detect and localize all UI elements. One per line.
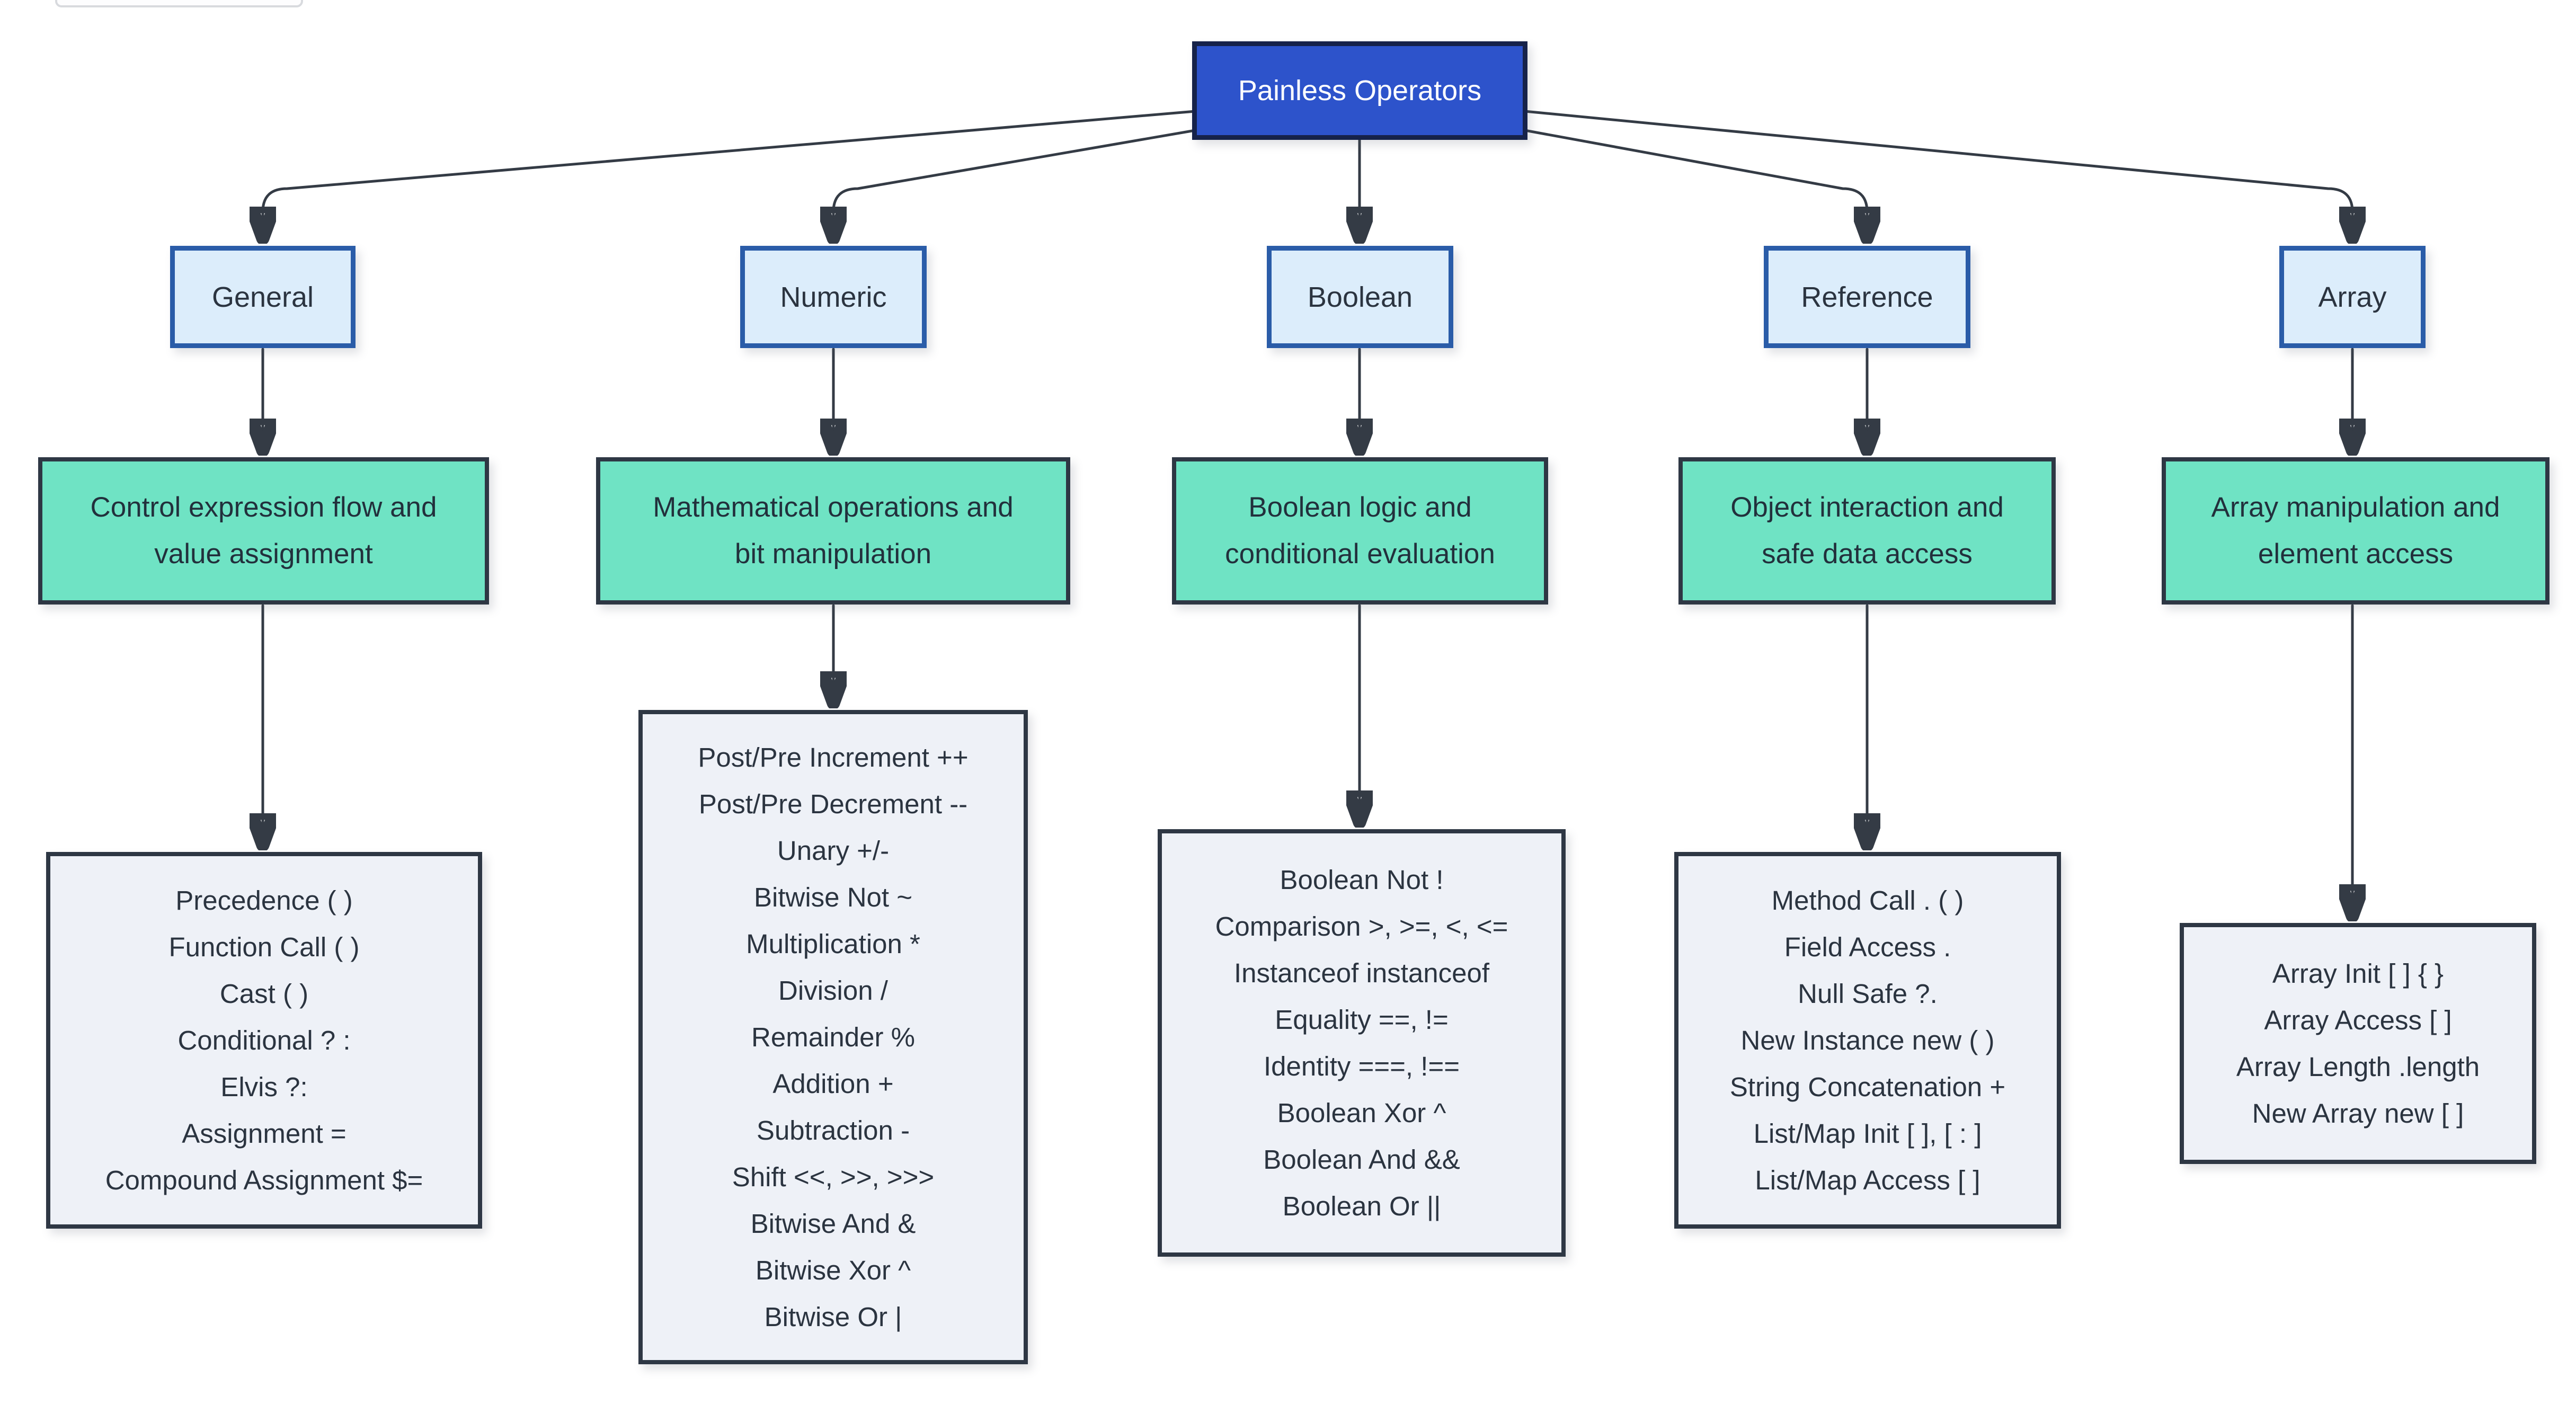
operator-item: Assignment = bbox=[182, 1118, 347, 1149]
operator-item: Division / bbox=[778, 975, 888, 1006]
operator-item: Bitwise And & bbox=[750, 1208, 916, 1239]
operator-item: Comparison >, >=, <, <= bbox=[1215, 911, 1508, 941]
operator-item: Instanceof instanceof bbox=[1234, 957, 1489, 988]
summary-line: conditional evaluation bbox=[1225, 538, 1495, 570]
category-label: Reference bbox=[1801, 281, 1933, 313]
summary-line: Control expression flow and bbox=[90, 492, 437, 523]
operator-item: New Instance new ( ) bbox=[1740, 1025, 1995, 1055]
category-label: Numeric bbox=[780, 281, 887, 313]
operator-item: Conditional ? : bbox=[177, 1025, 351, 1055]
operator-item: Function Call ( ) bbox=[168, 931, 360, 962]
operator-item: Remainder % bbox=[751, 1021, 915, 1052]
summary-node-boolean: Boolean logic and conditional evaluation bbox=[1172, 457, 1548, 605]
operator-item: Array Access [ ] bbox=[2264, 1005, 2452, 1035]
operator-item: Elvis ?: bbox=[220, 1071, 308, 1102]
operator-item: Unary +/- bbox=[777, 835, 890, 866]
category-node-reference: Reference bbox=[1764, 246, 1970, 348]
category-node-boolean: Boolean bbox=[1267, 246, 1453, 348]
operator-item: Bitwise Or | bbox=[764, 1301, 902, 1332]
summary-line: bit manipulation bbox=[734, 538, 932, 570]
summary-node-array: Array manipulation and element access bbox=[2162, 457, 2550, 605]
edge-root-to-numeric bbox=[833, 129, 1197, 238]
operator-item: Shift <<, >>, >>> bbox=[732, 1161, 935, 1192]
operator-item: New Array new [ ] bbox=[2252, 1098, 2464, 1128]
operator-item: Array Length .length bbox=[2236, 1051, 2480, 1082]
operator-item: Method Call . ( ) bbox=[1771, 885, 1964, 916]
summary-line: safe data access bbox=[1762, 538, 1973, 570]
summary-line: element access bbox=[2258, 538, 2454, 570]
operator-item: Array Init [ ] { } bbox=[2272, 958, 2444, 989]
summary-line: Array manipulation and bbox=[2211, 492, 2500, 523]
edge-root-to-reference bbox=[1523, 129, 1867, 238]
operator-item: Equality ==, != bbox=[1275, 1004, 1449, 1035]
operator-list-node-array: Array Init [ ] { } Array Access [ ] Array … bbox=[2180, 923, 2536, 1164]
operator-list-node-numeric: Post/Pre Increment ++ Post/Pre Decrement … bbox=[638, 710, 1028, 1364]
edge-root-to-array bbox=[1523, 110, 2352, 238]
operator-item: List/Map Init [ ], [ : ] bbox=[1753, 1118, 1982, 1149]
cropped-edge-artifact bbox=[55, 0, 303, 7]
operator-item: Post/Pre Increment ++ bbox=[698, 742, 969, 772]
root-node-label: Painless Operators bbox=[1238, 75, 1482, 106]
operator-item: Addition + bbox=[772, 1068, 894, 1099]
operator-list-node-general: Precedence ( ) Function Call ( ) Cast ( ) C… bbox=[46, 852, 482, 1229]
category-label: Boolean bbox=[1307, 281, 1413, 313]
operator-item: Post/Pre Decrement -- bbox=[698, 788, 968, 819]
edge-root-to-general bbox=[263, 110, 1197, 238]
operator-item: Identity ===, !== bbox=[1263, 1051, 1460, 1081]
operator-item: List/Map Access [ ] bbox=[1755, 1165, 1980, 1195]
operator-item: Field Access . bbox=[1784, 931, 1951, 962]
operator-item: Multiplication * bbox=[746, 928, 920, 959]
category-label: Array bbox=[2318, 281, 2387, 313]
category-node-general: General bbox=[170, 246, 356, 348]
operator-item: Cast ( ) bbox=[219, 978, 309, 1009]
operator-item: Boolean Xor ^ bbox=[1277, 1097, 1446, 1128]
summary-line: Object interaction and bbox=[1730, 492, 2004, 523]
operator-list-node-boolean: Boolean Not ! Comparison >, >=, <, <= Inst… bbox=[1158, 829, 1566, 1257]
operator-item: Null Safe ?. bbox=[1798, 978, 1938, 1009]
category-label: General bbox=[211, 281, 314, 313]
operator-item: String Concatenation + bbox=[1729, 1071, 2006, 1102]
root-node-painless-operators: Painless Operators bbox=[1192, 41, 1527, 140]
summary-line: Boolean logic and bbox=[1248, 492, 1472, 523]
category-node-array: Array bbox=[2279, 246, 2426, 348]
summary-line: value assignment bbox=[154, 538, 373, 570]
operator-item: Bitwise Xor ^ bbox=[755, 1255, 911, 1285]
summary-node-reference: Object interaction and safe data access bbox=[1678, 457, 2056, 605]
operator-item: Subtraction - bbox=[756, 1115, 910, 1145]
category-node-numeric: Numeric bbox=[740, 246, 927, 348]
operator-item: Boolean Not ! bbox=[1280, 864, 1444, 895]
operator-list-node-reference: Method Call . ( ) Field Access . Null Safe… bbox=[1674, 852, 2061, 1229]
operator-item: Boolean Or || bbox=[1282, 1190, 1441, 1221]
operator-item: Compound Assignment $= bbox=[105, 1165, 423, 1195]
summary-line: Mathematical operations and bbox=[653, 492, 1014, 523]
operator-item: Bitwise Not ~ bbox=[753, 882, 913, 912]
operator-item: Boolean And && bbox=[1263, 1144, 1460, 1175]
summary-node-numeric: Mathematical operations and bit manipulat… bbox=[596, 457, 1070, 605]
summary-node-general: Control expression flow and value assignm… bbox=[38, 457, 489, 605]
operator-item: Precedence ( ) bbox=[175, 885, 353, 916]
